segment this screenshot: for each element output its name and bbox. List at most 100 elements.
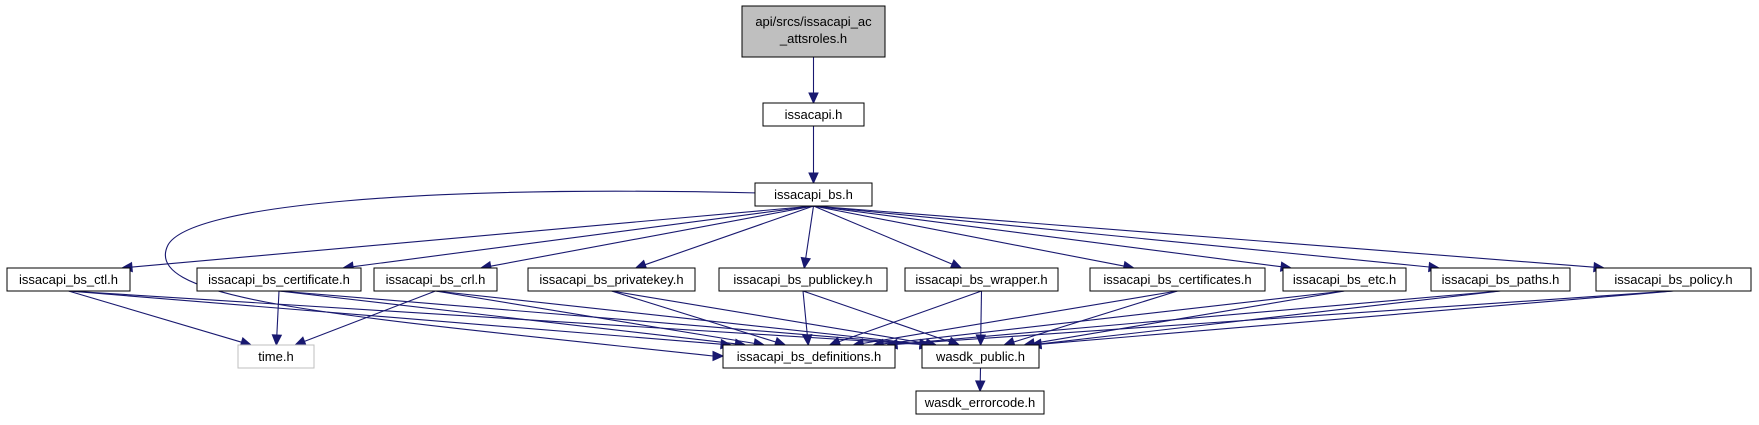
node-label: wasdk_public.h — [935, 349, 1025, 364]
edge-line — [802, 290, 950, 343]
edge-line — [802, 290, 808, 336]
edge-line — [611, 290, 776, 343]
arrow-head — [949, 259, 963, 269]
edge-line — [813, 205, 1430, 268]
node-label: issacapi_bs_certificates.h — [1103, 272, 1251, 287]
edge-line — [813, 205, 953, 265]
edge-ctl-to-time — [68, 290, 253, 348]
edge-certificates-to-wasdk-public — [1002, 290, 1178, 347]
node-definitions[interactable]: issacapi_bs_definitions.h — [722, 344, 896, 369]
edge-line — [805, 205, 815, 259]
arrow-head — [712, 350, 725, 362]
edge-bs-to-etc — [813, 205, 1293, 272]
node-certificates[interactable]: issacapi_bs_certificates.h — [1089, 267, 1266, 292]
node-label: issacapi_bs_ctl.h — [19, 272, 118, 287]
node-publickey[interactable]: issacapi_bs_publickey.h — [718, 267, 888, 292]
node-box — [1282, 267, 1407, 292]
node-box — [722, 344, 896, 369]
edge-line — [838, 290, 982, 343]
node-policy[interactable]: issacapi_bs_policy.h — [1595, 267, 1752, 292]
edge-bs-to-certificates — [813, 205, 1136, 272]
arrow-head — [294, 336, 307, 347]
node-box — [904, 267, 1059, 292]
node-crl[interactable]: issacapi_bs_crl.h — [373, 267, 498, 292]
arrow-head — [271, 334, 283, 347]
edge-line — [1033, 290, 1345, 344]
edge-line — [883, 290, 1345, 345]
node-label: issacapi_bs.h — [774, 187, 853, 202]
edge-etc-to-wasdk-public — [1022, 290, 1345, 349]
node-root[interactable]: api/srcs/issacapi_ac _attsroles.h — [741, 5, 886, 58]
node-label: issacapi_bs_policy.h — [1614, 272, 1732, 287]
edge-line — [304, 290, 436, 342]
edge-line — [490, 205, 814, 267]
node-wasdk-public[interactable]: wasdk_public.h — [921, 344, 1040, 369]
node-certificate[interactable]: issacapi_bs_certificate.h — [196, 267, 362, 292]
edge-wrapper-to-definitions — [828, 290, 982, 347]
arrow-head — [974, 380, 986, 393]
node-label: issacapi_bs_privatekey.h — [539, 272, 683, 287]
edge-bs-to-certificate — [341, 205, 814, 272]
edge-crl-to-definitions — [435, 290, 766, 349]
node-label-line2: _attsroles.h — [779, 31, 847, 46]
node-box — [762, 102, 865, 127]
node-box — [741, 5, 886, 58]
node-label: issacapi_bs_definitions.h — [737, 349, 882, 364]
nodes-layer: api/srcs/issacapi_ac _attsroles.h issacapi… — [6, 5, 1752, 415]
node-label: issacapi_bs_wrapper.h — [915, 272, 1047, 287]
edge-bs-to-publickey — [800, 205, 815, 270]
edge-ctl-to-wasdk-public — [68, 290, 932, 350]
arrow-head — [802, 334, 813, 347]
edge-line — [813, 205, 1282, 268]
edge-bs-to-policy — [813, 205, 1606, 273]
node-privatekey[interactable]: issacapi_bs_privatekey.h — [527, 267, 696, 292]
edge-line — [611, 290, 927, 344]
node-etc[interactable]: issacapi_bs_etc.h — [1282, 267, 1407, 292]
edge-bs-to-crl — [479, 205, 814, 272]
node-label: api/srcs/issacapi_ac — [755, 14, 872, 29]
node-label: issacapi_bs_crl.h — [386, 272, 486, 287]
node-paths[interactable]: issacapi_bs_paths.h — [1430, 267, 1571, 292]
edge-bs-to-ctl — [120, 205, 814, 273]
edge-line — [862, 290, 1178, 344]
edge-line — [980, 290, 983, 336]
node-wrapper[interactable]: issacapi_bs_wrapper.h — [904, 267, 1059, 292]
node-label: issacapi_bs_certificate.h — [208, 272, 350, 287]
node-box — [915, 390, 1045, 415]
node-wasdk-errorcode[interactable]: wasdk_errorcode.h — [915, 390, 1045, 415]
edge-line — [164, 190, 761, 357]
edge-publickey-to-definitions — [802, 290, 813, 347]
node-label: wasdk_errorcode.h — [924, 395, 1036, 410]
arrow-head — [800, 256, 812, 270]
edge-bs-to-wrapper — [813, 205, 963, 269]
node-box — [527, 267, 696, 292]
edge-line — [813, 205, 1125, 267]
edge-line — [352, 205, 814, 268]
edge-certificate-to-time — [271, 290, 283, 347]
node-issacapi[interactable]: issacapi.h — [762, 102, 865, 127]
node-time[interactable]: time.h — [237, 344, 315, 369]
edge-line — [131, 205, 814, 268]
node-box — [1089, 267, 1266, 292]
node-label: time.h — [258, 349, 293, 364]
edge-line — [435, 290, 755, 344]
edges-layer — [68, 57, 1674, 393]
node-box — [754, 182, 873, 207]
edge-line — [896, 290, 1501, 345]
node-box — [196, 267, 362, 292]
node-label: issacapi_bs_publickey.h — [733, 272, 872, 287]
edge-line — [1040, 290, 1674, 345]
node-label: issacapi.h — [785, 107, 843, 122]
edge-line — [435, 290, 921, 345]
node-ctl[interactable]: issacapi_bs_ctl.h — [6, 267, 131, 292]
node-bs[interactable]: issacapi_bs.h — [754, 182, 873, 207]
edge-line — [645, 205, 814, 266]
node-box — [921, 344, 1040, 369]
node-label: issacapi_bs_paths.h — [1442, 272, 1560, 287]
edge-line — [1040, 290, 1501, 345]
node-box — [1595, 267, 1752, 292]
edge-line — [896, 290, 1674, 345]
node-box — [373, 267, 498, 292]
edge-bs-to-paths — [813, 205, 1441, 273]
